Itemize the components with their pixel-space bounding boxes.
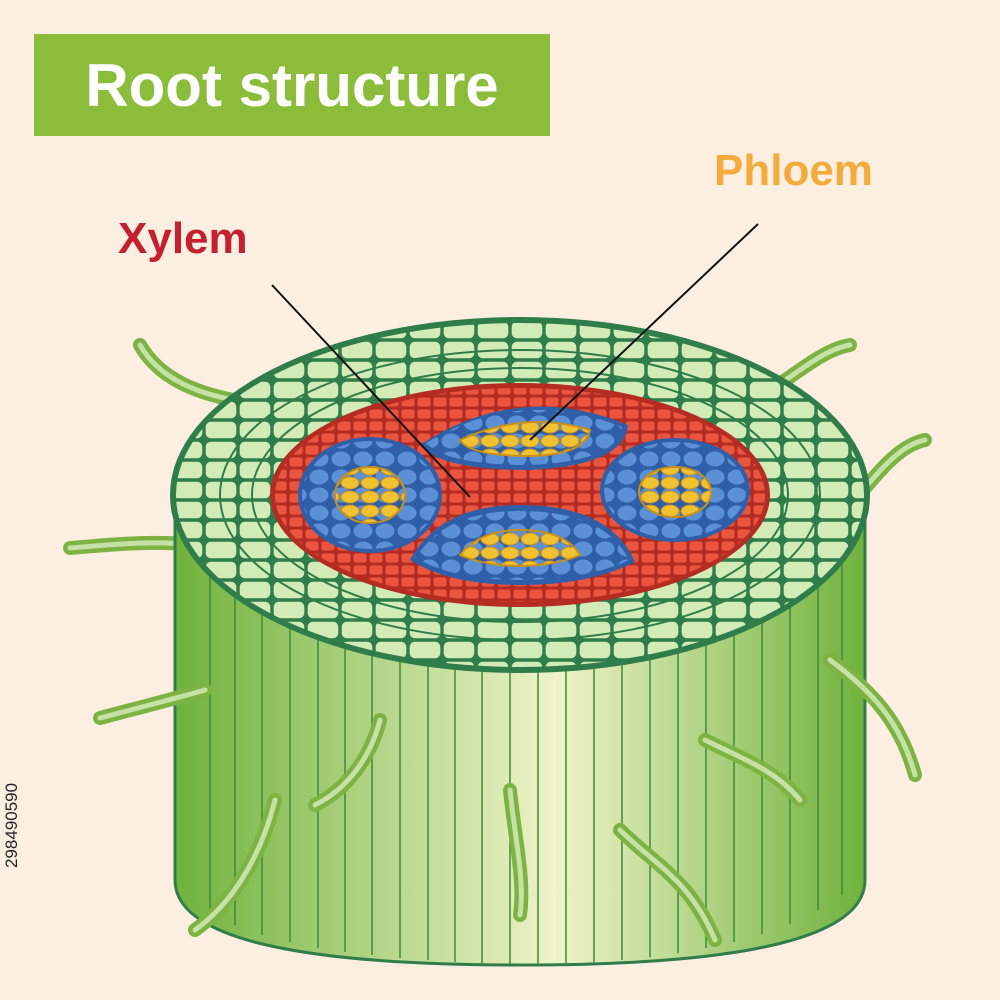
title-banner: Root structure: [34, 34, 550, 136]
stock-id: 298490590: [2, 782, 21, 868]
vascular-bundle-left: [298, 437, 442, 553]
page-title: Root structure: [85, 51, 499, 119]
xylem-label: Xylem: [118, 214, 248, 263]
vascular-bundle-top: [420, 406, 628, 470]
vascular-bundle-right: [600, 438, 750, 542]
root-hairs-front: [93, 653, 922, 947]
phloem-leader-line: [529, 223, 759, 441]
phloem-label: Phloem: [714, 146, 873, 195]
vascular-bundle-bottom: [410, 505, 635, 585]
xylem-leader-line: [271, 284, 471, 498]
